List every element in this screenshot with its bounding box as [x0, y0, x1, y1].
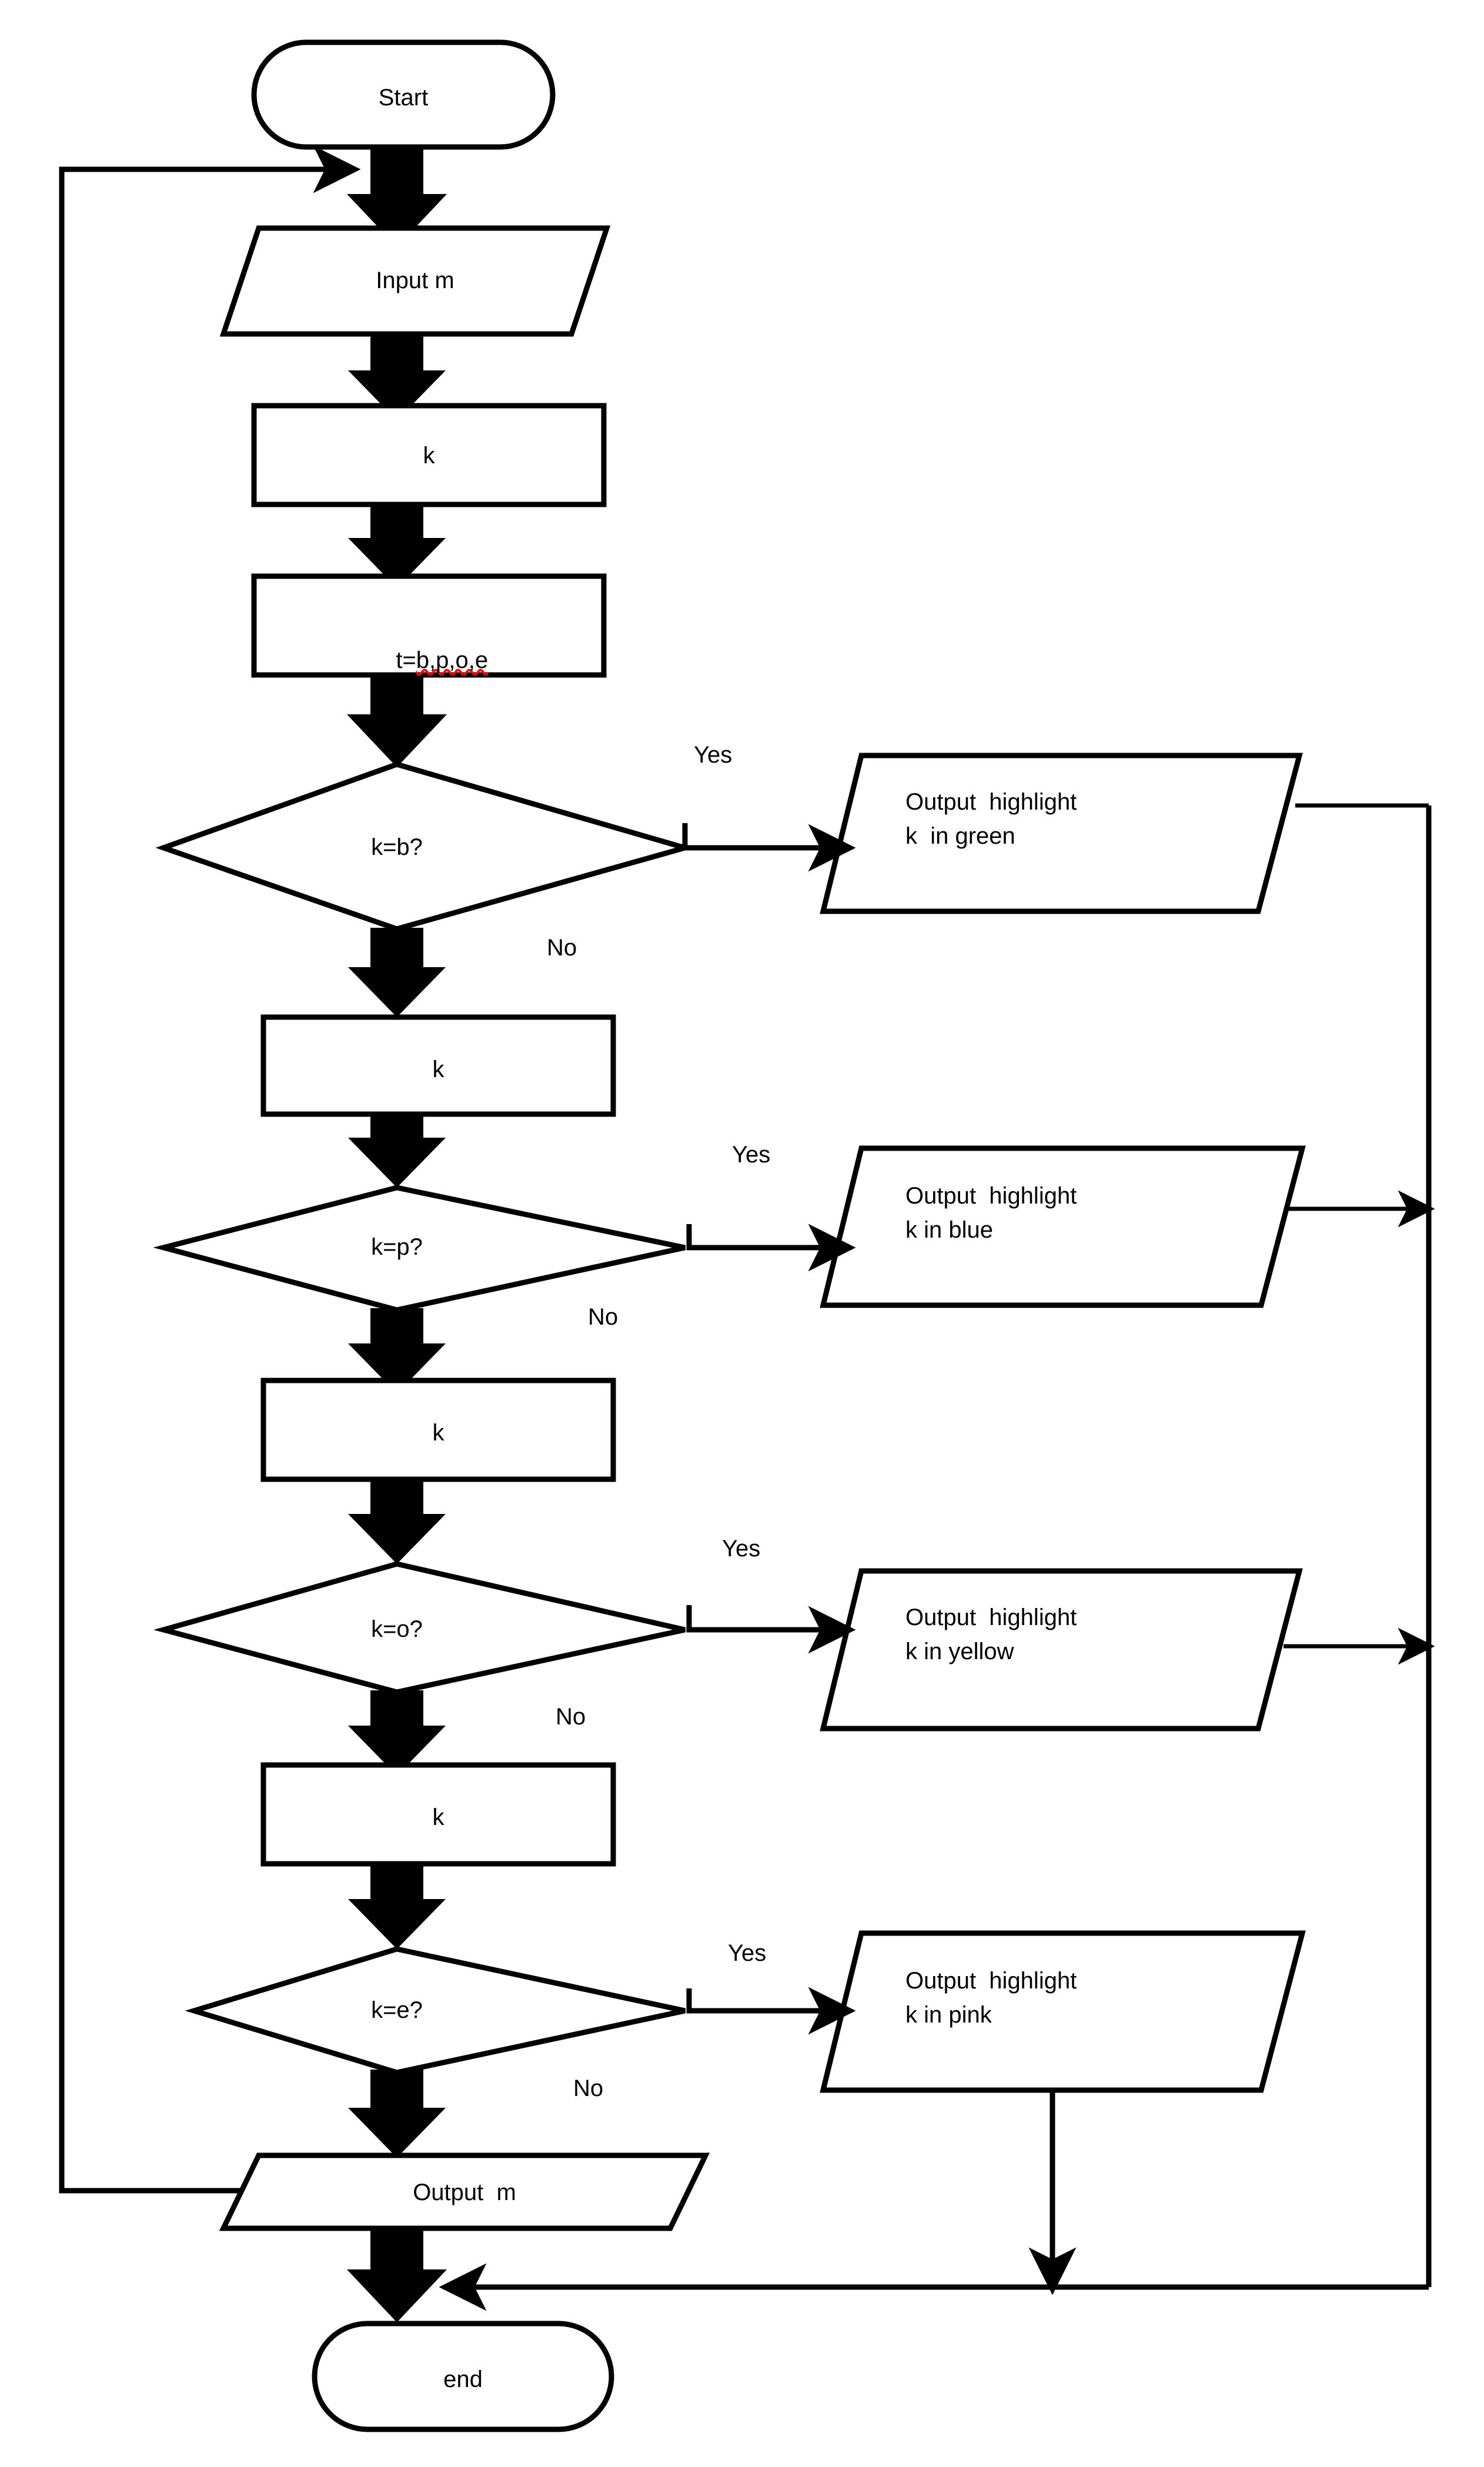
- edge-label-yes-b: Yes: [694, 742, 733, 768]
- shape-output-yellow: [820, 1568, 1303, 1731]
- arrow-decision-p-no-to-k3: [348, 1308, 446, 1393]
- shape-output-m: [219, 2152, 710, 2231]
- arrow-input-to-k1: [348, 334, 446, 420]
- shape-end: [312, 2321, 614, 2432]
- arrow-output-m-to-end: [347, 2228, 447, 2322]
- shape-decision-o: [153, 1561, 686, 1695]
- arrow-k4-to-decision-e: [348, 1863, 446, 1949]
- edge-label-no-o: No: [556, 1704, 586, 1730]
- arrow-start-to-input: [347, 147, 447, 247]
- connector-yes-b: [682, 823, 856, 872]
- connector-yes-p: [686, 1224, 856, 1272]
- shape-k2: [260, 1014, 616, 1117]
- shape-decision-p: [153, 1185, 686, 1313]
- shape-input-m: [219, 225, 611, 337]
- shape-decision-e: [185, 1946, 686, 2075]
- edge-label-yes-o: Yes: [722, 1536, 761, 1562]
- shape-output-pink: [820, 1930, 1306, 2093]
- edge-label-no-e: No: [573, 2075, 604, 2101]
- edge-label-no-b: No: [547, 935, 577, 961]
- connector-yes-o: [686, 1605, 856, 1654]
- shape-output-blue: [820, 1145, 1306, 1308]
- edge-label-yes-e: Yes: [728, 1940, 767, 1966]
- arrow-k2-to-decision-p: [348, 1099, 446, 1188]
- arrow-decision-e-no-to-output-m: [348, 2070, 446, 2158]
- connector-yes-e: [686, 1987, 856, 2035]
- shape-k1: [251, 403, 607, 507]
- left-loopback-line: [59, 145, 361, 2194]
- edge-label-yes-p: Yes: [732, 1142, 771, 1168]
- edge-label-no-p: No: [588, 1304, 619, 1330]
- shape-output-green: [820, 753, 1303, 914]
- shape-k4: [260, 1762, 616, 1867]
- arrow-t-to-decision-b: [347, 673, 447, 767]
- arrow-k1-to-t: [348, 503, 446, 588]
- arrow-decision-o-no-to-k4: [348, 1690, 446, 1776]
- shape-start: [251, 39, 556, 150]
- arrow-k3-to-decision-o: [348, 1479, 446, 1564]
- shape-k3: [260, 1378, 616, 1482]
- shape-decision-b: [155, 761, 695, 932]
- shape-t-assign: [251, 573, 607, 678]
- arrow-decision-b-no-to-k2: [348, 928, 446, 1017]
